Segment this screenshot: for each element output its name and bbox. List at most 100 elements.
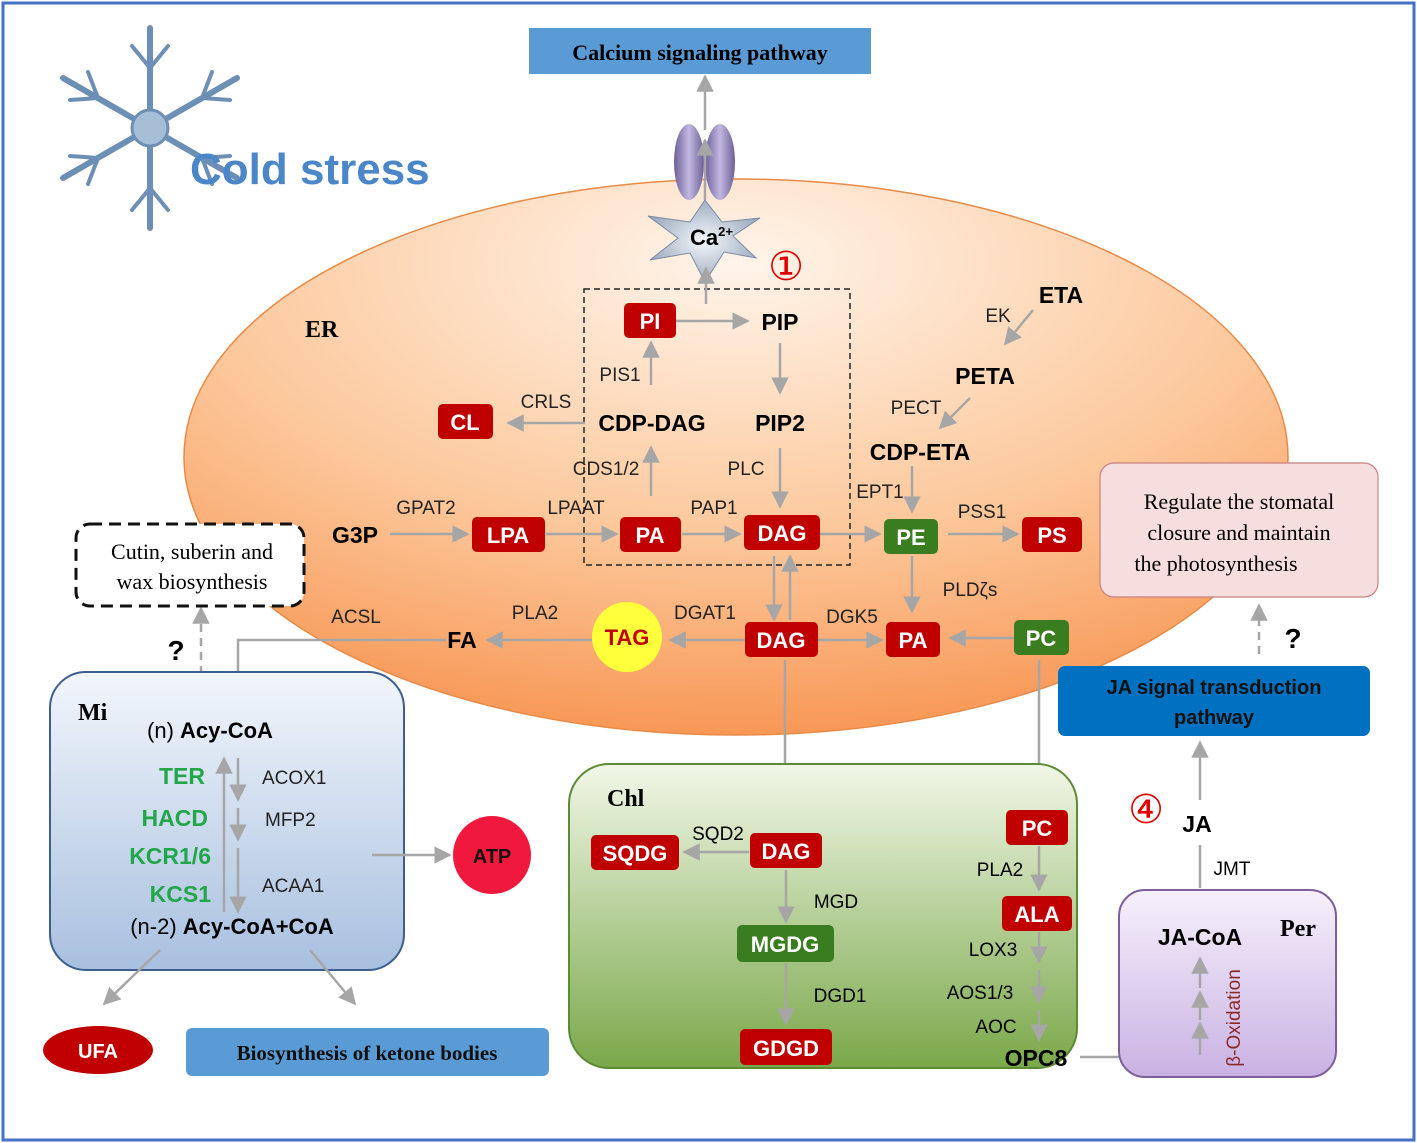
stomata-line3: the photosynthesis [1134, 551, 1297, 576]
chl-compartment [568, 763, 1078, 1069]
enzyme-dgd1: DGD1 [814, 986, 867, 1007]
enzyme-pla2: PLA2 [512, 603, 558, 624]
node-pc: PC [1026, 626, 1057, 651]
enzyme-sqd2: SQD2 [692, 824, 744, 845]
stomata-box [1099, 462, 1379, 598]
node-cdp-dag: CDP-DAG [598, 410, 705, 436]
node-pa2: PA [899, 628, 928, 653]
calcium-ion-label: Ca2+ [690, 224, 733, 250]
enzyme-aoc: AOC [975, 1017, 1016, 1038]
ketone-box [186, 1028, 549, 1076]
channel-left-icon [674, 124, 704, 200]
node-pe-box [884, 519, 938, 554]
chl-sqdg: SQDG [603, 841, 668, 866]
er-ellipse [183, 178, 1289, 736]
chl-gdgd-box [740, 1029, 832, 1065]
enzyme-crls: CRLS [521, 392, 572, 413]
stomata-line2: closure and maintain [1147, 520, 1330, 545]
enzyme-dgk5: DGK5 [826, 607, 878, 628]
enzyme-lox3: LOX3 [969, 940, 1018, 961]
node-lpa: LPA [487, 523, 529, 548]
enzyme-mfp2: MFP2 [265, 810, 316, 831]
enzyme-kcr: KCR1/6 [129, 843, 211, 869]
marker-1: ① [768, 245, 804, 289]
chl-pc: PC [1022, 816, 1053, 841]
title-cold-stress: Cold stress [190, 145, 430, 194]
chl-mgdg-box [737, 925, 834, 962]
node-fa: FA [447, 627, 476, 653]
atp-circle [453, 816, 531, 894]
chl-sqdg-box [591, 835, 679, 870]
enzyme-plc: PLC [728, 459, 765, 480]
node-eta: ETA [1039, 282, 1083, 308]
chl-dag-box [750, 833, 822, 868]
chl-opc8: OPC8 [1005, 1045, 1068, 1071]
node-pi-box [624, 303, 676, 338]
node-pa: PA [636, 523, 665, 548]
pi-pathway-dashed-box [583, 288, 851, 566]
enzyme-ek: EK [985, 306, 1011, 327]
enzyme-kcs1: KCS1 [150, 881, 212, 907]
node-pi: PI [640, 309, 661, 334]
ufa-ellipse [43, 1026, 153, 1074]
stomata-line1: Regulate the stomatal [1144, 489, 1335, 514]
question-mark-right: ? [1284, 623, 1301, 654]
node-tag-circle [592, 602, 662, 672]
chl-ala: ALA [1014, 902, 1059, 927]
enzyme-pap1: PAP1 [690, 498, 737, 519]
chl-ala-box [1002, 896, 1072, 931]
node-dag-box [744, 515, 820, 550]
node-tag: TAG [605, 625, 650, 650]
node-dag2-box [745, 622, 818, 657]
enzyme-cds: CDS1/2 [573, 459, 640, 480]
node-ja: JA [1182, 811, 1211, 837]
mi-acy-coa: (n) Acy-CoA [147, 718, 273, 743]
chl-dag: DAG [762, 839, 811, 864]
node-peta: PETA [955, 363, 1015, 389]
ketone-label: Biosynthesis of ketone bodies [237, 1041, 498, 1065]
calcium-signaling-label: Calcium signaling pathway [572, 40, 828, 65]
node-lpa-box [472, 517, 545, 552]
node-cl: CL [450, 410, 479, 435]
er-nodes: PI PIP PIP2 CDP-DAG CL G3P LPA PA DAG PE… [332, 282, 1083, 672]
enzyme-pss1: PSS1 [958, 502, 1007, 523]
snowflake-icon [60, 25, 240, 231]
enzyme-dgat1: DGAT1 [674, 603, 736, 624]
chl-label: Chl [607, 786, 645, 812]
enzyme-lpaat: LPAAT [547, 498, 605, 519]
node-ps-box [1022, 517, 1082, 552]
node-dag2: DAG [757, 628, 806, 653]
enzyme-gpat2: GPAT2 [396, 498, 455, 519]
calcium-signaling-box [529, 28, 871, 74]
mi-compartment [49, 671, 405, 971]
mi-acy-coa-coa: (n-2) Acy-CoA+CoA [130, 914, 334, 939]
node-cdp-eta: CDP-ETA [870, 439, 971, 465]
chl-mgdg: MGDG [751, 932, 819, 957]
per-compartment [1118, 889, 1337, 1078]
enzyme-chl-pla2: PLA2 [977, 860, 1023, 881]
atp-label: ATP [473, 846, 512, 868]
node-pip2: PIP2 [755, 410, 805, 436]
enzyme-aos: AOS1/3 [947, 983, 1014, 1004]
enzyme-acaa1: ACAA1 [262, 876, 324, 897]
enzyme-acox1: ACOX1 [262, 768, 326, 789]
chl-gdgd: GDGD [753, 1036, 819, 1061]
node-pa-box [620, 517, 681, 552]
mi-enzymes: ACOX1 MFP2 ACAA1 [262, 768, 326, 897]
er-enzymes: PIS1 CRLS CDS1/2 PLC EK PECT GPAT2 LPAAT… [331, 306, 1011, 628]
node-pa2-box [886, 622, 940, 657]
enzyme-pect: PECT [891, 398, 942, 419]
enzyme-mgd: MGD [814, 892, 858, 913]
enzyme-pldz: PLDζs [943, 580, 998, 601]
channel-right-icon [705, 124, 735, 200]
node-pip: PIP [761, 309, 798, 335]
cutin-line1: Cutin, suberin and [111, 539, 273, 564]
chl-pc-box [1006, 810, 1068, 845]
er-label: ER [305, 317, 339, 343]
cutin-line2: wax biosynthesis [117, 569, 268, 594]
node-cl-box [438, 404, 493, 439]
enzyme-jmt: JMT [1214, 859, 1251, 880]
node-g3p: G3P [332, 522, 378, 548]
